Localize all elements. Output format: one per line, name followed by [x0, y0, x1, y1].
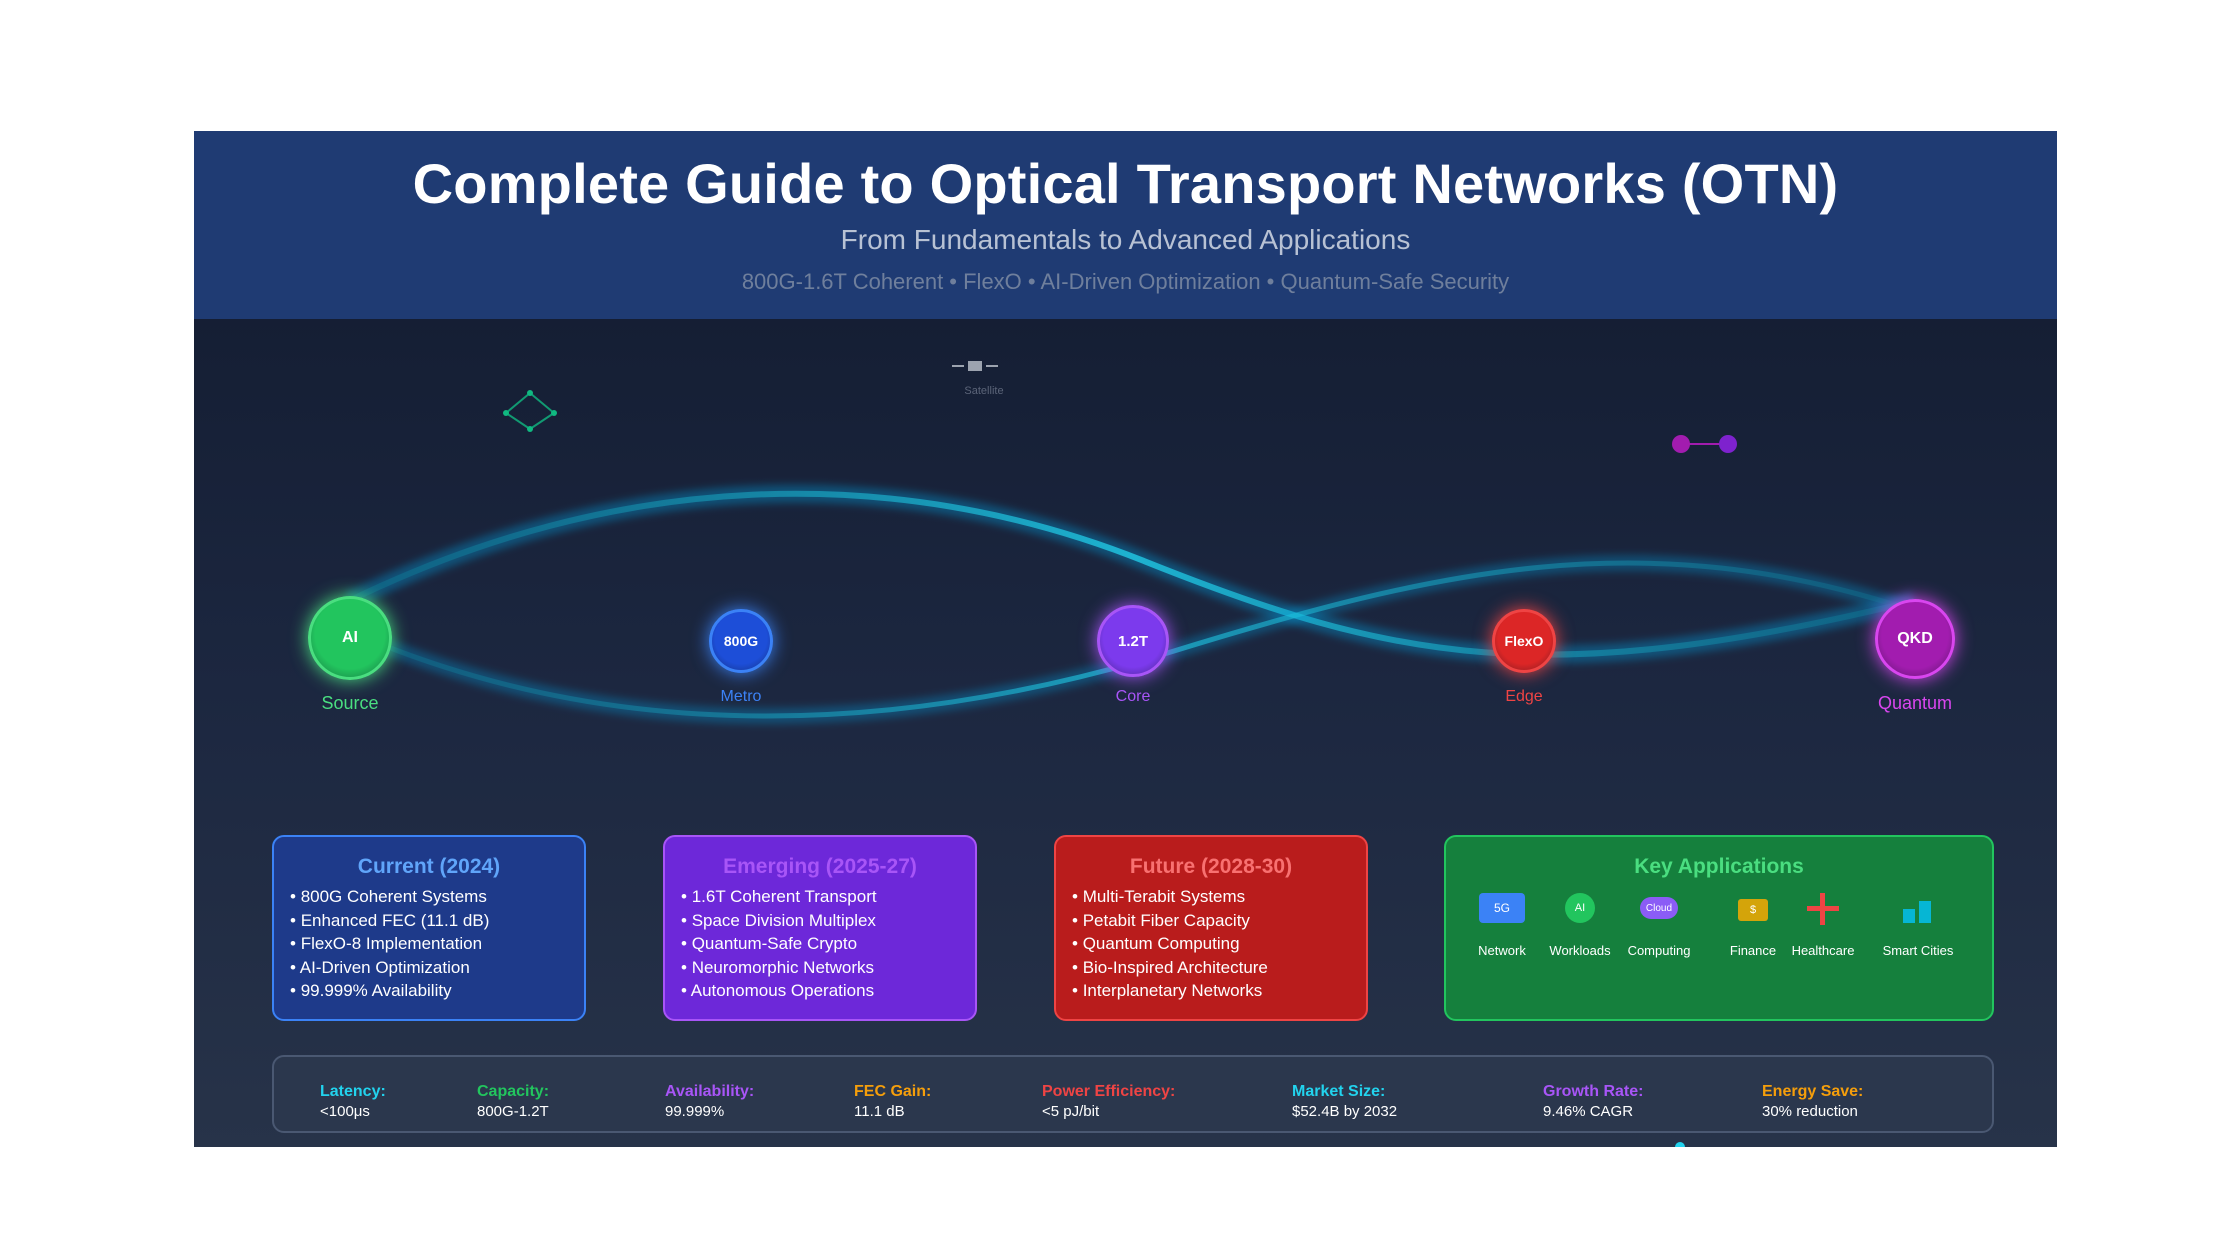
- page-tagline: 800G-1.6T Coherent • FlexO • AI-Driven O…: [741, 269, 1510, 294]
- app-label: Workloads: [1549, 943, 1611, 958]
- metric-label: Capacity:: [477, 1083, 550, 1100]
- list-item: • 99.999% Availability: [290, 981, 452, 1000]
- metric-label: Growth Rate:: [1543, 1083, 1644, 1100]
- cross-icon: [1807, 893, 1839, 925]
- metric-label: Power Efficiency:: [1042, 1083, 1176, 1100]
- satellite-label: Satellite: [964, 385, 1004, 397]
- list-item: • 1.6T Coherent Transport: [681, 887, 877, 906]
- panel-future-title: Future (2028-30): [1129, 855, 1293, 878]
- node-qkd-label: Quantum: [1877, 693, 1953, 713]
- app-computing[interactable]: Cloud Computing: [1604, 893, 1714, 958]
- node-800g-text: 800G: [723, 633, 759, 649]
- 5g-icon: 5G: [1479, 893, 1525, 923]
- list-item: • Neuromorphic Networks: [681, 957, 875, 977]
- node-800g[interactable]: 800G: [709, 609, 773, 673]
- node-flexo-label: Edge: [1505, 688, 1543, 705]
- list-item: • 800G Coherent Systems: [290, 887, 487, 906]
- app-workloads[interactable]: AI Workloads: [1525, 893, 1635, 958]
- ai-icon: AI: [1565, 893, 1595, 923]
- node-ai-label: Source: [321, 693, 379, 713]
- metric-capacity: Capacity: 800G-1.2T: [477, 1083, 549, 1120]
- panel-emerging: Emerging (2025-27) • 1.6T Coherent Trans…: [663, 835, 977, 1021]
- list-item: • FlexO-8 Implementation: [290, 934, 483, 953]
- node-flexo[interactable]: FlexO: [1492, 609, 1556, 673]
- metric-label: Latency:: [320, 1083, 386, 1100]
- metric-fec-gain: FEC Gain: 11.1 dB: [854, 1083, 931, 1120]
- infographic-canvas: Complete Guide to Optical Transport Netw…: [194, 131, 2057, 1147]
- metric-label: FEC Gain:: [854, 1083, 932, 1100]
- satellite-icon: [952, 361, 998, 371]
- node-flexo-text: FlexO: [1504, 633, 1544, 649]
- node-800g-label: Metro: [720, 688, 762, 705]
- app-label: Smart Cities: [1882, 943, 1954, 958]
- panel-future-list: • Multi-Terabit Systems • Petabit Fiber …: [1072, 885, 1350, 1003]
- metric-latency: Latency: <100μs: [320, 1083, 386, 1120]
- list-item: • Quantum-Safe Crypto: [681, 934, 858, 953]
- entangled-qubits-icon: [1672, 435, 1737, 453]
- panel-applications-title: Key Applications: [1634, 855, 1804, 878]
- metric-growth-rate: Growth Rate: 9.46% CAGR: [1543, 1083, 1643, 1120]
- signal-dot: [1675, 1142, 1685, 1147]
- metric-availability: Availability: 99.999%: [665, 1083, 754, 1120]
- node-qkd[interactable]: QKD: [1875, 599, 1955, 679]
- app-label: Computing: [1627, 943, 1691, 958]
- panel-future: Future (2028-30) • Multi-Terabit Systems…: [1054, 835, 1368, 1021]
- panel-current-list: • 800G Coherent Systems • Enhanced FEC (…: [290, 885, 568, 1003]
- list-item: • Autonomous Operations: [681, 981, 875, 1000]
- metric-market-size: Market Size: $52.4B by 2032: [1292, 1083, 1397, 1120]
- metric-label: Energy Save:: [1762, 1083, 1864, 1100]
- list-item: • Enhanced FEC (11.1 dB): [290, 910, 490, 930]
- list-item: • Quantum Computing: [1072, 934, 1240, 953]
- panel-emerging-title: Emerging (2025-27): [723, 855, 917, 878]
- list-item: • Multi-Terabit Systems: [1072, 887, 1246, 906]
- fiber-path-a: [345, 484, 1917, 664]
- node-1-2t[interactable]: 1.2T: [1097, 605, 1169, 677]
- metric-label: Availability:: [665, 1083, 755, 1100]
- metrics-bar: Latency: <100μs Capacity: 800G-1.2T Avai…: [272, 1055, 1994, 1133]
- app-label: Healthcare: [1791, 943, 1855, 958]
- metric-label: Market Size:: [1292, 1083, 1386, 1100]
- list-item: • Petabit Fiber Capacity: [1072, 910, 1250, 930]
- app-smart-cities[interactable]: Smart Cities: [1863, 893, 1973, 958]
- list-item: • Bio-Inspired Architecture: [1072, 957, 1268, 977]
- panel-current: Current (2024) • 800G Coherent Systems •…: [272, 835, 586, 1021]
- metric-value: 800G-1.2T: [477, 1103, 549, 1120]
- app-finance[interactable]: $ Finance: [1698, 893, 1808, 958]
- node-qkd-text: QKD: [1897, 630, 1933, 647]
- metric-value: 99.999%: [665, 1103, 725, 1120]
- node-1-2t-label: Core: [1115, 688, 1151, 705]
- app-healthcare[interactable]: Healthcare: [1768, 893, 1878, 958]
- app-network[interactable]: 5G Network: [1447, 893, 1557, 958]
- node-ai[interactable]: AI: [308, 596, 392, 680]
- city-icon: [1901, 893, 1935, 925]
- metric-value: 30% reduction: [1762, 1103, 1858, 1120]
- metric-value: <100μs: [320, 1103, 370, 1120]
- list-item: • AI-Driven Optimization: [290, 957, 470, 977]
- metric-value: <5 pJ/bit: [1042, 1103, 1100, 1120]
- app-label: Network: [1478, 943, 1526, 958]
- page-title: Complete Guide to Optical Transport Netw…: [412, 152, 1839, 215]
- node-ai-text: AI: [342, 629, 358, 646]
- panel-current-title: Current (2024): [357, 855, 501, 878]
- mesh-icon: [503, 390, 557, 432]
- metric-value: 9.46% CAGR: [1543, 1103, 1634, 1120]
- metric-value: $52.4B by 2032: [1292, 1103, 1398, 1120]
- network-diagram: [345, 361, 1917, 1147]
- panel-applications: Key Applications 5G Network AI Workloads…: [1444, 835, 1994, 1021]
- list-item: • Space Division Multiplex: [681, 910, 876, 930]
- dollar-icon: $: [1738, 899, 1768, 921]
- app-label: Finance: [1729, 943, 1777, 958]
- metric-value: 11.1 dB: [854, 1103, 905, 1120]
- fiber-path-b: [345, 555, 1917, 724]
- cloud-icon: Cloud: [1640, 897, 1678, 919]
- applications-row: 5G Network AI Workloads Cloud Computing …: [1446, 893, 1992, 963]
- metric-energy-save: Energy Save: 30% reduction: [1762, 1083, 1863, 1120]
- header-banner: Complete Guide to Optical Transport Netw…: [194, 131, 2057, 319]
- node-1-2t-text: 1.2T: [1117, 632, 1148, 650]
- page-subtitle: From Fundamentals to Advanced Applicatio…: [840, 224, 1411, 255]
- panel-emerging-list: • 1.6T Coherent Transport • Space Divisi…: [681, 885, 959, 1003]
- list-item: • Interplanetary Networks: [1072, 981, 1263, 1000]
- metric-power-efficiency: Power Efficiency: <5 pJ/bit: [1042, 1083, 1175, 1120]
